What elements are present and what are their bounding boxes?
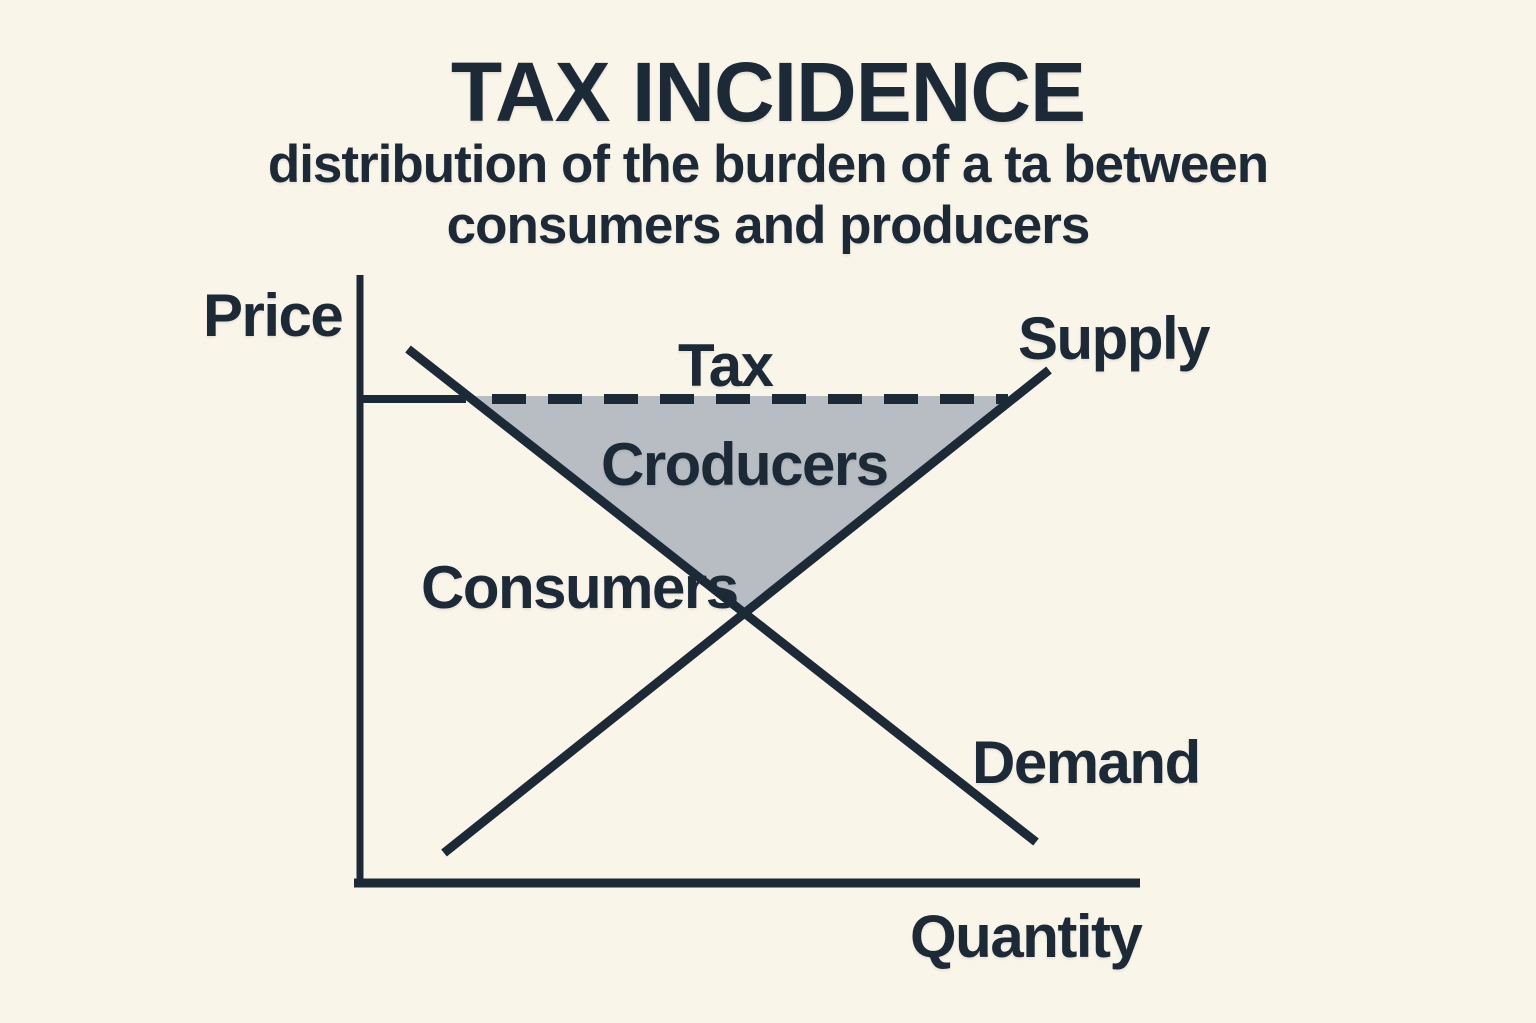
consumer-burden-label: Consumers — [421, 554, 739, 621]
tax-label: Tax — [678, 332, 774, 399]
supply-curve-label: Supply — [1018, 305, 1211, 372]
subtitle-line-2: consumers and producers — [446, 196, 1091, 255]
producer-burden-label: Croducers — [601, 431, 889, 498]
producer-burden-shaded-region — [466, 396, 1010, 616]
price-axis-label: Price — [203, 282, 344, 349]
quantity-axis-label: Quantity — [910, 903, 1143, 970]
subtitle-line-1: distribution of the burden of a ta betwe… — [267, 135, 1269, 194]
demand-curve-label: Demand — [972, 729, 1201, 796]
page-subtitle: distribution of the burden of a ta betwe… — [0, 134, 1536, 256]
page-title: TAX INCIDENCE — [450, 45, 1086, 139]
supply-curve — [441, 366, 1052, 857]
demand-curve — [405, 345, 1039, 846]
